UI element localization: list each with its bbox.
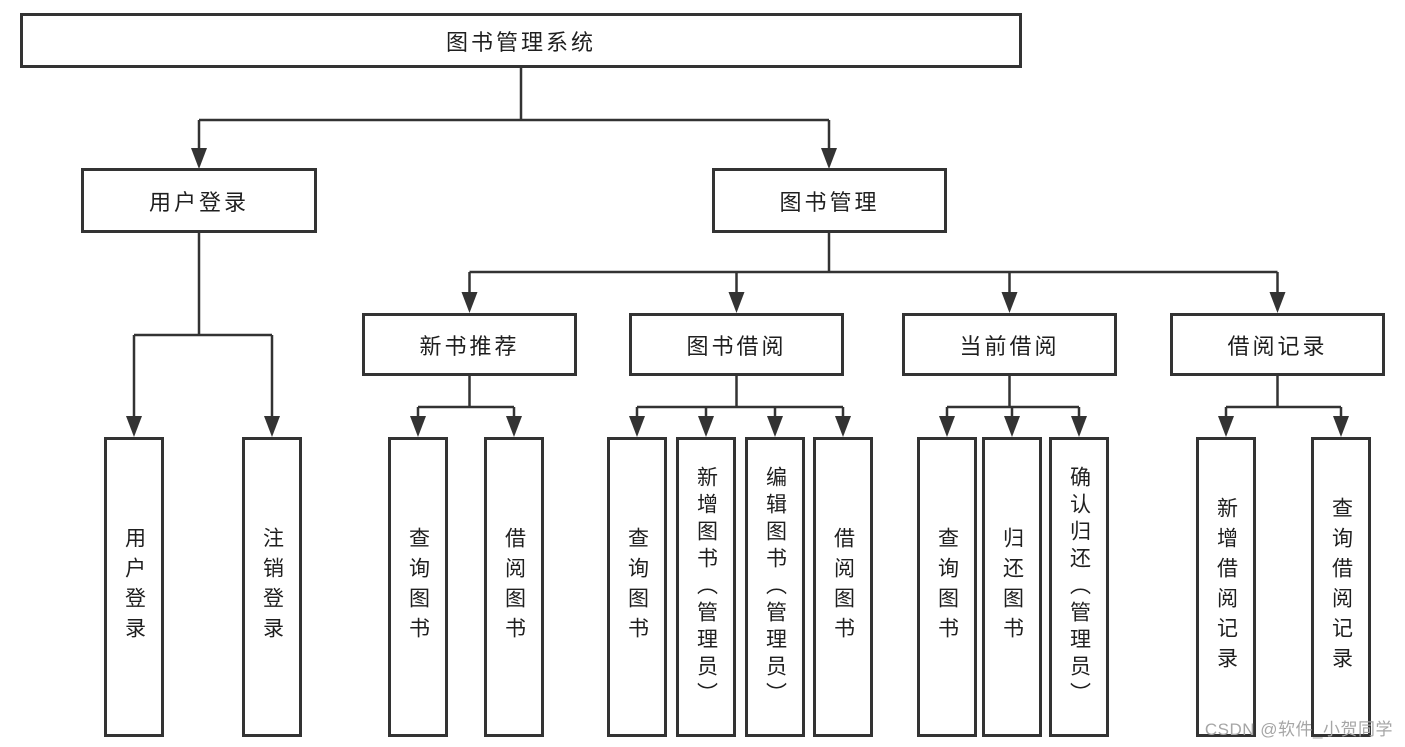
leaf-query-books-current-label: 查询图书	[935, 527, 959, 647]
leaf-borrow-books-recommend-label: 借阅图书	[502, 527, 526, 647]
leaf-logout-login-label: 注销登录	[260, 527, 284, 647]
leaf-query-books-recommend-label: 查询图书	[406, 527, 430, 647]
leaf-confirm-return-admin-label: 确认归还（管理员）	[1067, 465, 1091, 709]
leaf-borrow-books-recommend: 借阅图书	[484, 437, 544, 737]
connector-current-borrowing	[945, 376, 1081, 417]
node-book-management-label: 图书管理	[779, 189, 880, 215]
connector-borrowing-records	[1224, 376, 1343, 417]
connector-book-management	[468, 233, 1279, 293]
arrowheads	[126, 148, 1349, 437]
leaf-user-login: 用户登录	[104, 437, 164, 737]
node-borrowing-records: 借阅记录	[1170, 313, 1385, 376]
leaf-borrow-books-borrowing-label: 借阅图书	[831, 527, 855, 647]
leaf-query-books-recommend: 查询图书	[388, 437, 448, 737]
connector-user-login	[132, 233, 274, 417]
node-user-login: 用户登录	[81, 168, 317, 233]
leaf-logout-login: 注销登录	[242, 437, 302, 737]
connector-root	[197, 68, 831, 149]
leaf-return-books-label: 归还图书	[1000, 527, 1024, 647]
node-root-label: 图书管理系统	[445, 29, 596, 55]
leaf-user-login-label: 用户登录	[122, 527, 146, 647]
connector-new-book-recommendation	[416, 376, 516, 417]
node-book-management: 图书管理	[712, 168, 947, 233]
leaf-add-books-admin-label: 新增图书（管理员）	[694, 465, 718, 709]
node-new-book-recommendation-label: 新书推荐	[419, 333, 520, 359]
leaf-edit-books-admin-label: 编辑图书（管理员）	[763, 465, 787, 709]
leaf-borrow-books-borrowing: 借阅图书	[813, 437, 873, 737]
node-book-borrowing-label: 图书借阅	[686, 333, 787, 359]
node-new-book-recommendation: 新书推荐	[362, 313, 577, 376]
node-user-login-label: 用户登录	[148, 189, 249, 215]
node-root: 图书管理系统	[20, 13, 1022, 68]
leaf-return-books: 归还图书	[982, 437, 1042, 737]
node-borrowing-records-label: 借阅记录	[1227, 333, 1328, 359]
node-current-borrowing-label: 当前借阅	[959, 333, 1060, 359]
leaf-query-books-borrowing-label: 查询图书	[625, 527, 649, 647]
leaf-query-borrow-record: 查询借阅记录	[1311, 437, 1371, 737]
leaf-add-borrow-record: 新增借阅记录	[1196, 437, 1256, 737]
leaf-query-books-current: 查询图书	[917, 437, 977, 737]
leaf-add-borrow-record-label: 新增借阅记录	[1214, 497, 1238, 677]
node-current-borrowing: 当前借阅	[902, 313, 1117, 376]
leaf-query-books-borrowing: 查询图书	[607, 437, 667, 737]
leaf-edit-books-admin: 编辑图书（管理员）	[745, 437, 805, 737]
leaf-query-borrow-record-label: 查询借阅记录	[1329, 497, 1353, 677]
leaf-confirm-return-admin: 确认归还（管理员）	[1049, 437, 1109, 737]
leaf-add-books-admin: 新增图书（管理员）	[676, 437, 736, 737]
csdn-watermark: CSDN @软件_小贺同学	[1204, 720, 1393, 739]
connector-book-borrowing	[635, 376, 845, 417]
node-book-borrowing: 图书借阅	[629, 313, 844, 376]
